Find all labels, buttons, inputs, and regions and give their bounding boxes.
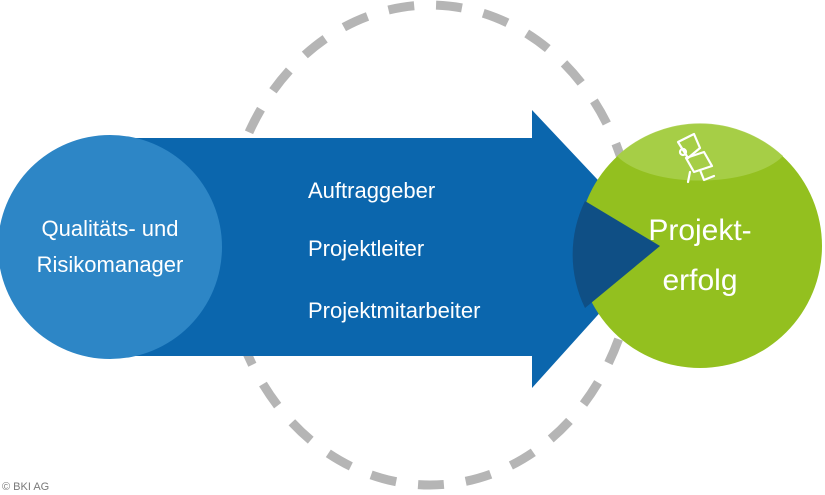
left-circle [0,135,222,359]
arrow-item-projektleiter: Projektleiter [308,236,424,261]
target-highlight [617,123,783,181]
copyright-notice: © BKI AG [2,481,50,493]
arrow-circle-overlap [572,201,660,308]
arrow-item-auftraggeber: Auftraggeber [308,178,435,203]
target-label-line2: erfolg [662,264,737,297]
target-circle [578,124,822,368]
left-circle-label-line2: Risikomanager [37,252,184,277]
target-label-line1: Projekt- [648,214,751,247]
left-circle-label-line1: Qualitäts- und [42,216,179,241]
trophy-icon [676,132,716,184]
arrow-shape [120,110,660,388]
arrow-item-projektmitarbeiter: Projektmitarbeiter [308,298,480,323]
